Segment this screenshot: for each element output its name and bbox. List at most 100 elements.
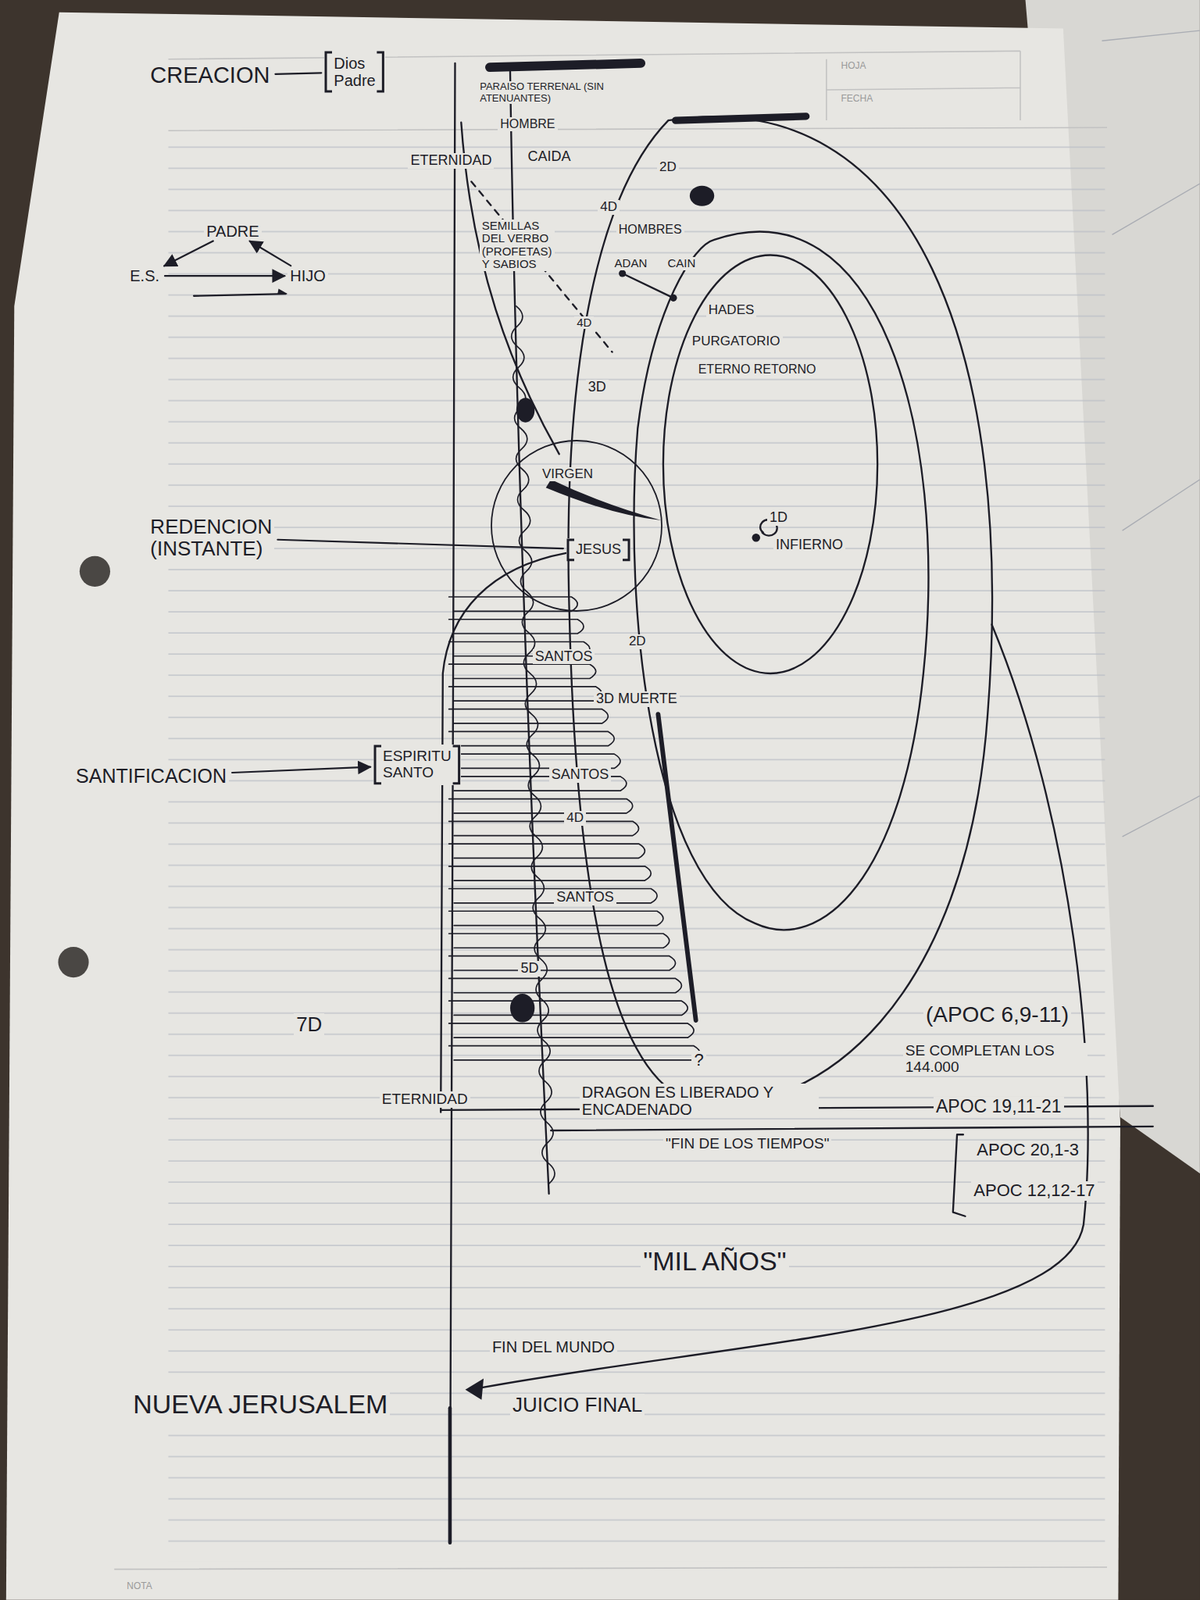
handwritten-label: 4D bbox=[597, 200, 620, 215]
ink-blot bbox=[516, 397, 536, 422]
handwritten-label: APOC 19,11-21 bbox=[933, 1096, 1065, 1117]
handwritten-label: APOC 20,1-3 bbox=[974, 1140, 1082, 1160]
dark-wedge bbox=[546, 479, 662, 521]
node-text: PADRE bbox=[203, 222, 261, 240]
dot bbox=[669, 294, 677, 302]
handwritten-label: SE COMPLETAN LOS 144.000 bbox=[903, 1042, 1088, 1076]
handwritten-label: INFIERNO bbox=[773, 537, 846, 554]
handwritten-label: 5D bbox=[517, 960, 541, 977]
handwritten-label: SEMILLAS DEL VERBO (PROFETAS) Y SABIOS bbox=[479, 219, 555, 272]
node-text: E.S. bbox=[127, 267, 162, 285]
handwritten-label: PURGATORIO bbox=[689, 334, 783, 350]
middle-spiral bbox=[633, 232, 929, 931]
hatch-boundary bbox=[440, 553, 567, 1113]
handwritten-label: HOMBRE bbox=[497, 117, 558, 132]
fall-curve bbox=[460, 122, 559, 454]
inner-spiral bbox=[663, 255, 878, 674]
dot bbox=[618, 269, 626, 277]
form-header-lines bbox=[114, 50, 1108, 1569]
handwritten-label: (APOC 6,9-11) bbox=[923, 1003, 1072, 1028]
handwritten-label: ETERNO RETORNO bbox=[696, 362, 819, 377]
handwritten-label: HOMBRES bbox=[616, 222, 685, 237]
handwritten-label: 2D bbox=[657, 160, 679, 175]
axis-end bbox=[448, 1407, 453, 1543]
handwritten-label: JUICIO FINAL bbox=[510, 1393, 645, 1417]
handwritten-label: 4D bbox=[564, 810, 586, 826]
text-node: SANTIFICACION bbox=[73, 765, 229, 788]
form-field-label: HOJA bbox=[839, 60, 869, 72]
dot bbox=[752, 533, 761, 542]
handwritten-label: SANTOS bbox=[549, 767, 612, 783]
text-node: CREACION bbox=[147, 63, 272, 89]
handwritten-label: FIN DEL MUNDO bbox=[489, 1338, 618, 1356]
second-sheet-lines bbox=[1101, 30, 1200, 837]
text-node: REDENCION (INSTANTE) bbox=[147, 515, 275, 561]
handwritten-label: CAIDA bbox=[525, 149, 574, 165]
arrow-head bbox=[465, 1378, 485, 1400]
handwritten-label: ETERNIDAD bbox=[379, 1091, 471, 1108]
ink-blot bbox=[689, 185, 715, 207]
node-text: SANTIFICACION bbox=[73, 765, 229, 788]
bracket-box: ESPIRITU SANTO bbox=[373, 744, 461, 786]
node-text: REDENCION (INSTANTE) bbox=[147, 515, 275, 561]
adan-cain-line bbox=[622, 273, 674, 298]
circle-outline bbox=[489, 439, 664, 613]
form-field-label: FECHA bbox=[839, 93, 876, 104]
handwritten-label: 1D bbox=[767, 510, 790, 526]
handwritten-label: PARAISO TERRENAL (SIN ATENUANTES) bbox=[477, 81, 615, 104]
text-node: PADRE bbox=[203, 222, 261, 240]
circle-region: VIRGEN JESUS bbox=[489, 439, 664, 613]
handwritten-label: ETERNIDAD bbox=[407, 153, 494, 169]
handwritten-label: SANTOS bbox=[532, 649, 596, 665]
node-text: CREACION bbox=[147, 63, 272, 89]
wavy-line bbox=[511, 306, 555, 1184]
ruled-lines bbox=[167, 140, 1105, 1561]
hatched-region bbox=[449, 596, 700, 1061]
handwritten-label: ADAN bbox=[612, 257, 650, 271]
handwritten-label: DRAGON ES LIBERADO Y ENCADENADO bbox=[579, 1083, 819, 1118]
connector-line bbox=[164, 275, 285, 277]
reference-bracket bbox=[953, 1134, 966, 1216]
handwritten-label: HADES bbox=[706, 303, 758, 318]
text-node: HIJO bbox=[287, 267, 329, 285]
ink-blot bbox=[510, 993, 535, 1023]
thick-stroke bbox=[657, 714, 696, 1021]
square-bracket bbox=[375, 746, 460, 784]
connector-line bbox=[164, 241, 213, 267]
time-axis bbox=[450, 63, 456, 1541]
handwritten-label: NUEVA JERUSALEM bbox=[130, 1389, 390, 1419]
node-text: ESPIRITU SANTO bbox=[382, 748, 452, 782]
square-bracket bbox=[567, 539, 629, 561]
circle-outline bbox=[491, 440, 662, 611]
node-text: VIRGEN bbox=[539, 467, 596, 483]
handwritten-label: 7D bbox=[293, 1013, 325, 1036]
bracket-box: JESUS bbox=[566, 538, 631, 562]
connector-line bbox=[277, 539, 564, 549]
handwritten-label: 3D MUERTE bbox=[593, 691, 680, 708]
handwritten-label: SANTOS bbox=[553, 889, 617, 906]
handwritten-label: 4D bbox=[574, 316, 594, 330]
trinity-second-line bbox=[193, 293, 286, 297]
handwritten-label: APOC 12,12-17 bbox=[971, 1181, 1097, 1200]
handwritten-label: 3D bbox=[585, 379, 609, 396]
square-bracket bbox=[325, 52, 383, 92]
connector-line bbox=[250, 241, 291, 266]
end-sweep bbox=[481, 624, 1088, 1388]
bracket-box: Dios Padre bbox=[324, 50, 385, 93]
handwritten-label: 2D bbox=[626, 634, 649, 650]
handwritten-label: CAIN bbox=[665, 257, 699, 271]
arrow-head bbox=[277, 289, 288, 295]
node-text: Dios Padre bbox=[333, 54, 375, 90]
scribble bbox=[489, 63, 641, 68]
connector-line bbox=[275, 72, 322, 74]
form-field-label: NOTA bbox=[124, 1581, 154, 1592]
text-node: E.S. bbox=[127, 267, 162, 285]
punch-hole bbox=[57, 946, 89, 978]
handwritten-label: "MIL AÑOS" bbox=[640, 1246, 789, 1276]
connector-line bbox=[232, 767, 371, 773]
